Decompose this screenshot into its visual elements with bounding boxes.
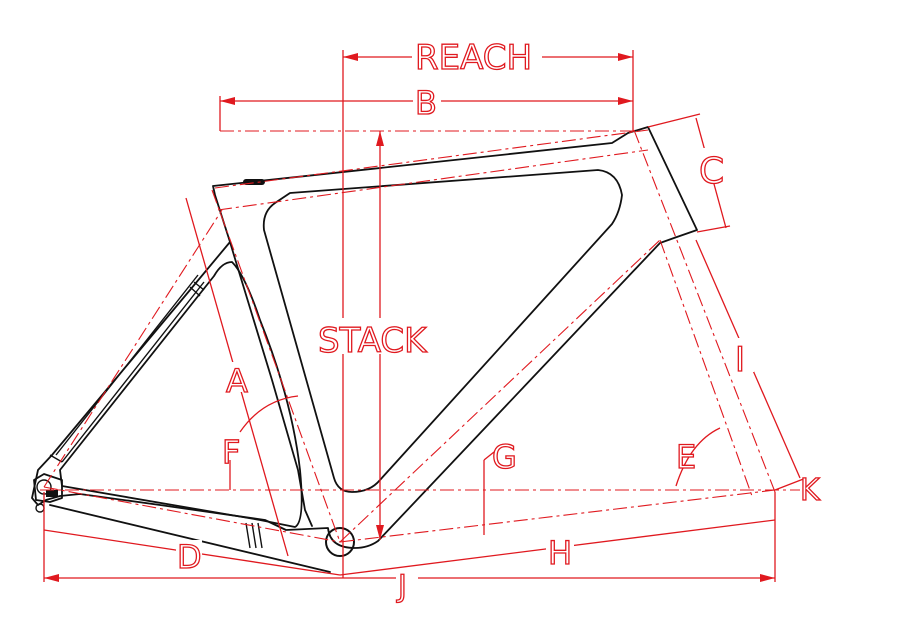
seat-tube-inner: [229, 241, 313, 527]
b-arrow-left: [220, 97, 235, 105]
label-f: F: [222, 433, 240, 471]
dimension-labels: REACH B C STACK A F G E I K D H J: [176, 37, 822, 605]
chainstay-axis: [43, 486, 341, 543]
reach-arrow-left: [343, 53, 358, 61]
c-ext-top: [647, 113, 701, 128]
label-a: A: [226, 362, 248, 400]
stay-mark-1: [193, 281, 205, 291]
label-j: J: [396, 569, 407, 604]
label-i: I: [735, 340, 745, 380]
label-h: H: [548, 534, 572, 572]
bottom-bracket: [325, 527, 355, 557]
seat-stay-line-2: [61, 281, 205, 463]
stack-arrow-top: [376, 131, 384, 146]
label-e: E: [676, 438, 696, 476]
centerlines: [40, 129, 800, 543]
frame-outer-outline: [31, 126, 698, 549]
top-tube-axis-2: [217, 149, 649, 211]
chainstay-band-2: [251, 522, 257, 549]
main-triangle-window: [262, 169, 623, 493]
stay-mark-3: [49, 454, 63, 463]
label-g: G: [492, 438, 517, 476]
reach-arrow-right: [618, 53, 633, 61]
c-ext-bottom: [696, 225, 731, 233]
rear-triangle-window: [59, 261, 303, 528]
f-angle-arc: [239, 395, 299, 433]
j-arrow-left: [44, 574, 59, 582]
fork-axis: [659, 239, 753, 497]
k-leader: [774, 477, 807, 491]
j-arrow-right: [760, 574, 775, 582]
seatstay-axis: [43, 209, 223, 488]
bb-to-front-axle: [339, 489, 776, 543]
seat-stay-line: [55, 274, 199, 456]
b-arrow-right: [618, 97, 633, 105]
e-angle-arc: [675, 427, 721, 487]
label-k: K: [800, 473, 821, 508]
g-leader: [483, 451, 495, 461]
label-c: C: [699, 151, 724, 192]
stack-arrow-bottom: [376, 525, 384, 540]
bicycle-frame: [31, 126, 698, 573]
head-tube-axis: [633, 129, 776, 493]
label-reach: REACH: [415, 38, 532, 78]
label-b: B: [415, 84, 437, 122]
down-tube-axis: [339, 239, 661, 543]
label-stack: STACK: [318, 321, 428, 361]
top-tube-axis: [214, 129, 649, 189]
label-d: D: [177, 538, 202, 576]
stay-mark-2: [189, 286, 201, 297]
seat-tube-axis: [211, 189, 341, 543]
chainstay-band-1: [245, 522, 251, 549]
chainstay-lower: [49, 504, 331, 573]
